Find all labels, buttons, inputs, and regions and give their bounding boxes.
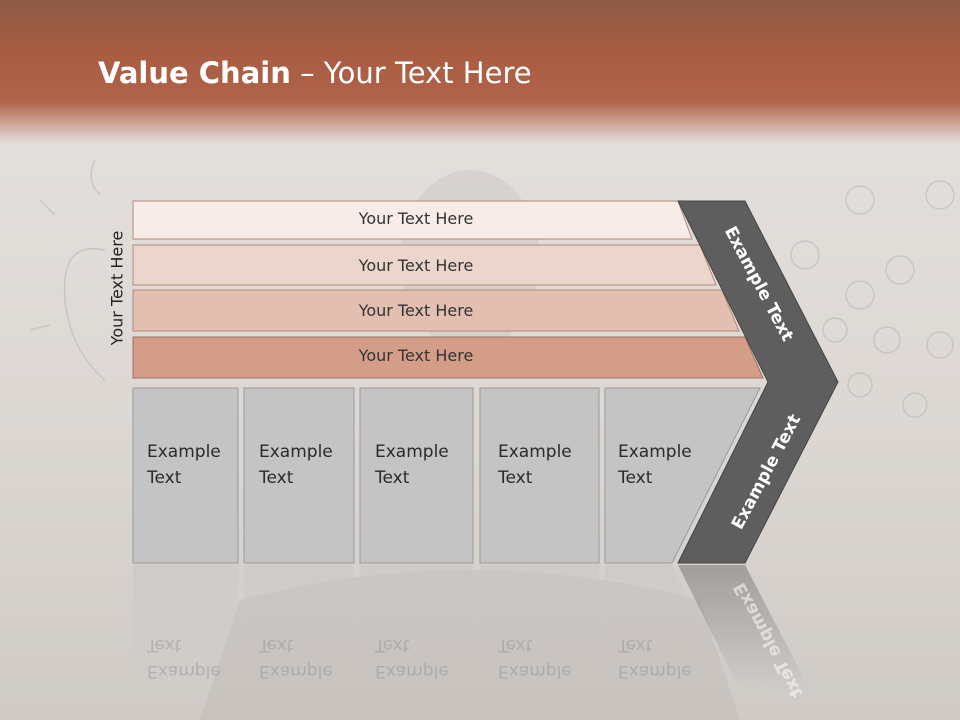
chevron-bottom-label: Example Text [727,411,806,533]
side-label: Your Text Here [107,230,127,346]
activity-box-3-reflection: Example Text [375,635,449,681]
activity-box-1-reflection: Example Text [147,635,221,681]
activity-box-2-label: Example Text [259,442,333,488]
band-4-label: Your Text Here [358,346,474,365]
band-1-label: Your Text Here [358,209,474,228]
activity-box-5-reflection: Example Text [618,635,692,681]
activity-box-3-label: Example Text [375,442,449,488]
title-bar [0,0,960,145]
activity-box-5-label: Example Text [618,442,692,488]
slide-title: Value Chain – Your Text Here [98,56,532,90]
activity-box-4-reflection: Example Text [498,635,572,681]
slide-title-bold: Value Chain [98,56,291,90]
chevron-top-label: Example Text [719,223,798,345]
activity-box-2-reflection: Example Text [259,635,333,681]
activity-box-1-label: Example Text [147,442,221,488]
band-3-label: Your Text Here [358,301,474,320]
slide-title-rest: – Your Text Here [290,56,532,90]
chevron-reflection-label: Example Text [729,579,808,701]
activity-box-4-label: Example Text [498,442,572,488]
band-2-label: Your Text Here [358,256,474,275]
